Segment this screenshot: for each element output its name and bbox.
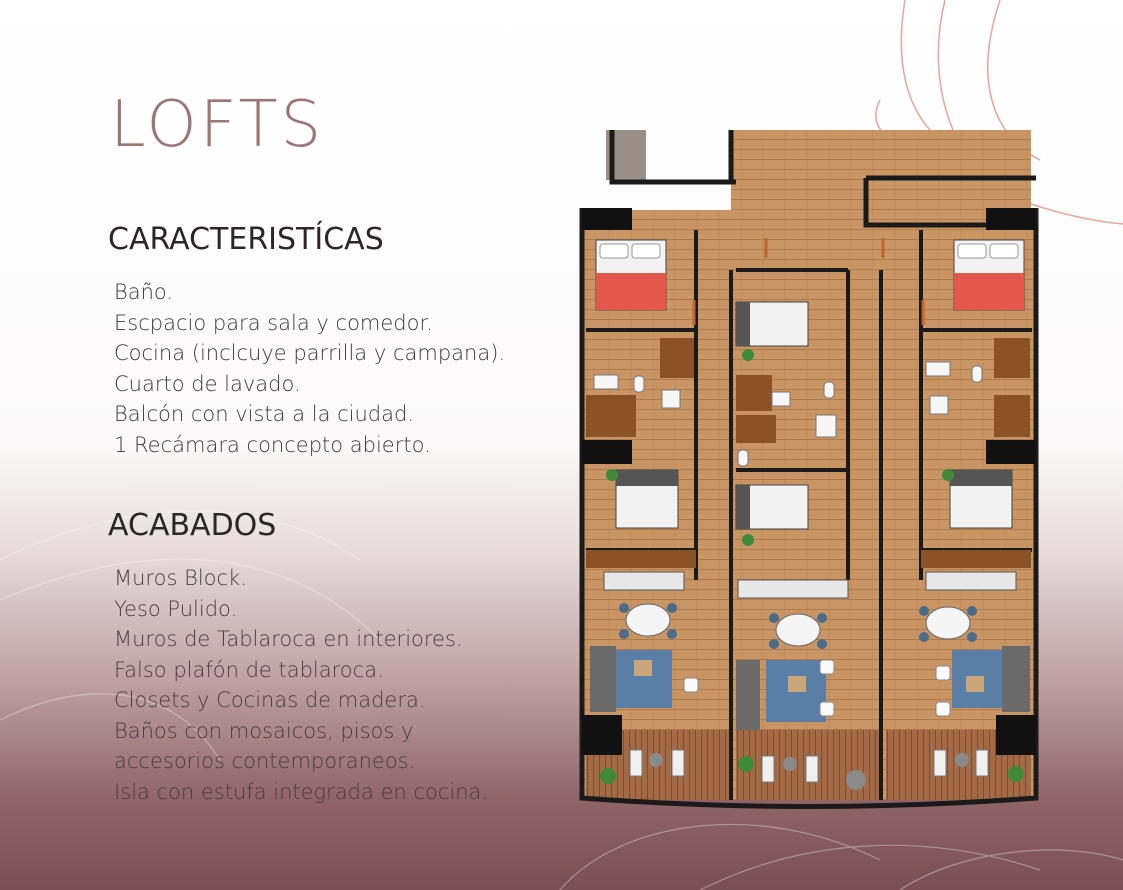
feature-item: Balcón con vista a la ciudad.	[114, 402, 415, 426]
feature-item: Baño.	[114, 280, 174, 304]
finish-item: Closets y Cocinas de madera.	[114, 688, 426, 712]
finish-item: Falso plafón de tablaroca.	[114, 657, 384, 682]
feature-item: Cuarto de lavado.	[114, 371, 301, 396]
finish-item: Muros de Tablaroca en interiores.	[114, 627, 463, 651]
floor-plan-icon	[579, 130, 1039, 809]
features-heading: CARACTERISTÍCAS	[108, 222, 384, 257]
finish-item: Isla con estufa integrada en cocina.	[114, 779, 489, 804]
finish-item: Baños con mosaicos, pisos y	[114, 718, 414, 743]
finish-item: accesorios contemporaneos.	[114, 749, 416, 773]
finishes-list: Muros Block. Yeso Pulido. Muros de Tabla…	[114, 563, 488, 807]
feature-item: Escpacio para sala y comedor.	[114, 310, 433, 335]
finish-item: Yeso Pulido.	[114, 596, 238, 621]
page-title: LOFTS	[110, 88, 325, 162]
finishes-heading: ACABADOS	[108, 508, 277, 543]
feature-item: Cocina (inclcuye parrilla y campana).	[114, 341, 506, 365]
feature-item: 1 Recámara concepto abierto.	[114, 432, 431, 457]
finish-item: Muros Block.	[114, 566, 247, 590]
features-list: Baño. Escpacio para sala y comedor. Coci…	[114, 277, 505, 460]
